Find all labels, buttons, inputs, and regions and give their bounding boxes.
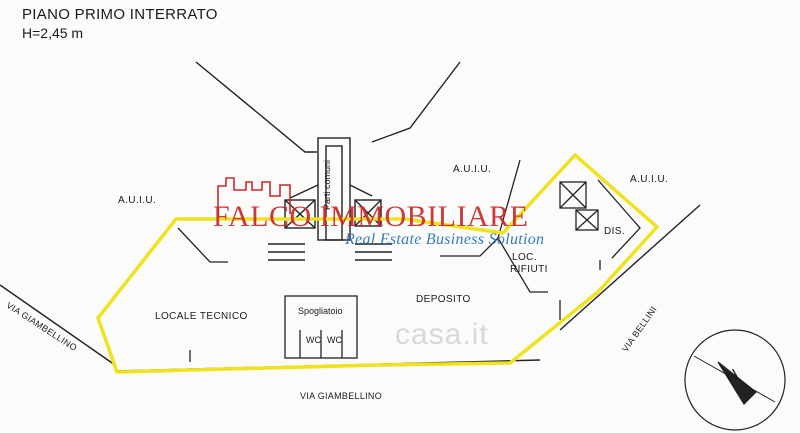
ceiling-height: H=2,45 m [22, 25, 84, 41]
wall-dis [597, 179, 641, 259]
label-locale-tecnico: LOCALE TECNICO [155, 311, 248, 322]
wall-left-diag [0, 284, 116, 366]
logo-skyline-icon [217, 177, 291, 214]
label-wc-1: WC [306, 335, 321, 345]
lift-box [559, 181, 587, 209]
label-wc-2: WC [327, 335, 342, 345]
label-auiu-left: A.U.I.U. [118, 195, 157, 206]
logo-text: FALCO IMMOBILIARE [213, 200, 529, 233]
highlight-outline [96, 153, 659, 374]
label-auiu-right: A.U.I.U. [630, 174, 669, 185]
wall-inner-left [177, 227, 228, 263]
label-rifiuti: RIFIUTI [510, 264, 548, 275]
wall-right-diag [559, 204, 701, 331]
wall-rifiuti [497, 159, 548, 293]
plan-title: PIANO PRIMO INTERRATO [22, 6, 218, 23]
label-dis: DIS. [604, 226, 626, 237]
watermark: casa.it [395, 318, 489, 351]
label-auiu-center: A.U.I.U. [453, 164, 492, 175]
street-south: VIA GIAMBELLINO [300, 391, 383, 401]
logo-tagline: Real Estate Business Solution [345, 231, 545, 248]
label-deposito: DEPOSITO [416, 294, 471, 305]
compass-icon [684, 329, 786, 431]
wall-inner-mid [440, 237, 499, 257]
label-spogliatoio: Spogliatoio [298, 306, 343, 316]
wall-upper-left [195, 61, 317, 153]
wall-upper-right [371, 61, 461, 143]
label-loc: LOC. [512, 252, 537, 263]
